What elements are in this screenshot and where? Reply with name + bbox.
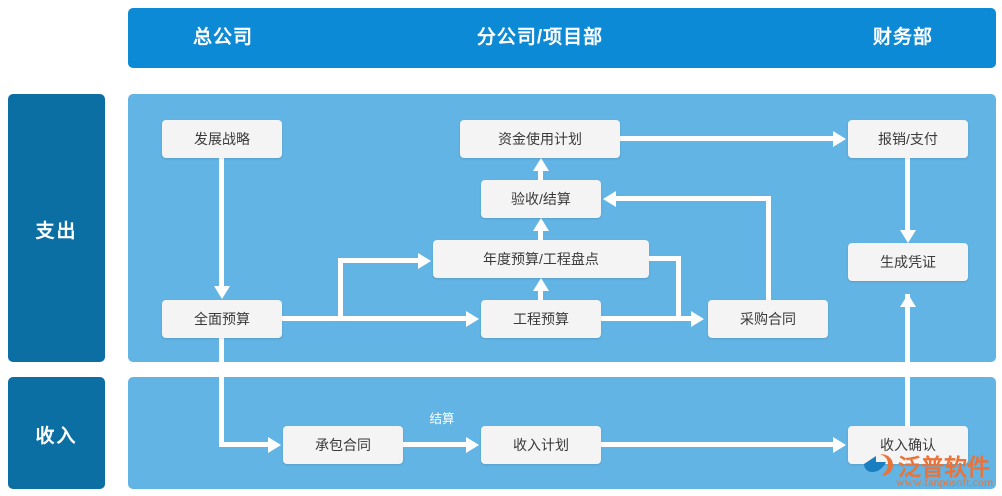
connector-purchase-to-accept-riser [766,196,771,300]
connector-accept-settle-to-fund-plan [538,171,543,185]
connector-annual-to-accept-settle [538,231,543,245]
arrowhead-reimburse-to-voucher [900,230,916,243]
arrowhead-overall-to-project-budget [466,311,479,327]
watermark-brand: 泛普软件 [898,455,990,481]
node-reimburse-payment[interactable]: 报销/支付 [848,120,968,158]
connector-overall-budget-riser [338,258,343,318]
node-accept-settle[interactable]: 验收/结算 [481,180,601,218]
arrowhead-income-confirm-to-voucher [900,294,916,307]
connector-reimburse-to-voucher [905,158,910,230]
arrowhead-overall-budget-to-annual [418,253,431,269]
connector-overall-budget-to-contract-in [219,442,269,447]
node-overall-budget[interactable]: 全面预算 [162,300,282,338]
arrowhead-fund-plan-to-reimburse [833,131,846,147]
row-label-income: 收入 [8,377,105,489]
row-label-income-text: 收入 [35,426,78,447]
connector-fund-plan-to-reimburse [620,136,835,141]
connector-strategy-to-overall-budget [219,158,224,286]
connector-annual-to-purchase-drop [676,256,681,316]
node-project-budget[interactable]: 工程预算 [481,300,601,338]
edge-label-settlement: 结算 [429,412,455,426]
fanpu-logo-icon [864,454,893,476]
arrowhead-accept-settle-to-fund-plan [533,158,549,171]
header-column-finance: 财务部 [872,27,933,48]
node-dev-strategy[interactable]: 发展战略 [162,120,282,158]
header-bar: 总公司 分公司/项目部 财务部 [128,8,996,68]
connector-overall-budget-to-contract-drop [219,338,224,446]
row-label-expenditure: 支出 [8,94,105,362]
arrowhead-strategy-to-overall-budget [214,286,230,299]
row-label-expenditure-text: 支出 [35,221,78,242]
arrowhead-project-budget-to-annual [533,278,549,291]
connector-project-budget-to-annual [538,291,543,305]
header-column-branch-project: 分公司/项目部 [476,27,604,48]
arrowhead-overall-budget-to-contract [268,437,281,453]
connector-purchase-to-accept-left [616,196,771,201]
arrowhead-income-plan-to-confirm [833,437,846,453]
header-column-head-office: 总公司 [192,27,253,48]
arrowhead-contract-to-income-plan [466,437,479,453]
connector-overall-to-project-budget [282,316,468,321]
node-purchase-contract[interactable]: 采购合同 [708,300,828,338]
watermark-url: www.fanpusoft.com [896,475,994,489]
node-contract-accepted[interactable]: 承包合同 [283,426,403,464]
node-income-confirm[interactable]: 收入确认 [848,426,968,464]
arrowhead-annual-to-accept-settle [533,218,549,231]
connector-income-confirm-to-voucher [905,294,910,426]
arrowhead-purchase-to-accept-settle [603,191,616,207]
watermark: 泛普软件 www.fanpusoft.com [862,448,1000,494]
connector-overall-budget-to-annual [338,258,420,263]
arrowhead-to-purchase-contract [691,311,704,327]
connector-income-plan-to-confirm [601,442,835,447]
connector-contract-to-income-plan [403,442,468,447]
node-income-plan[interactable]: 收入计划 [481,426,601,464]
connector-annual-to-purchase-in [601,316,693,321]
node-annual-budget-inventory[interactable]: 年度预算/工程盘点 [433,240,649,278]
node-make-voucher[interactable]: 生成凭证 [848,243,968,281]
connector-annual-to-purchase-top [649,256,681,261]
node-fund-use-plan[interactable]: 资金使用计划 [460,120,620,158]
